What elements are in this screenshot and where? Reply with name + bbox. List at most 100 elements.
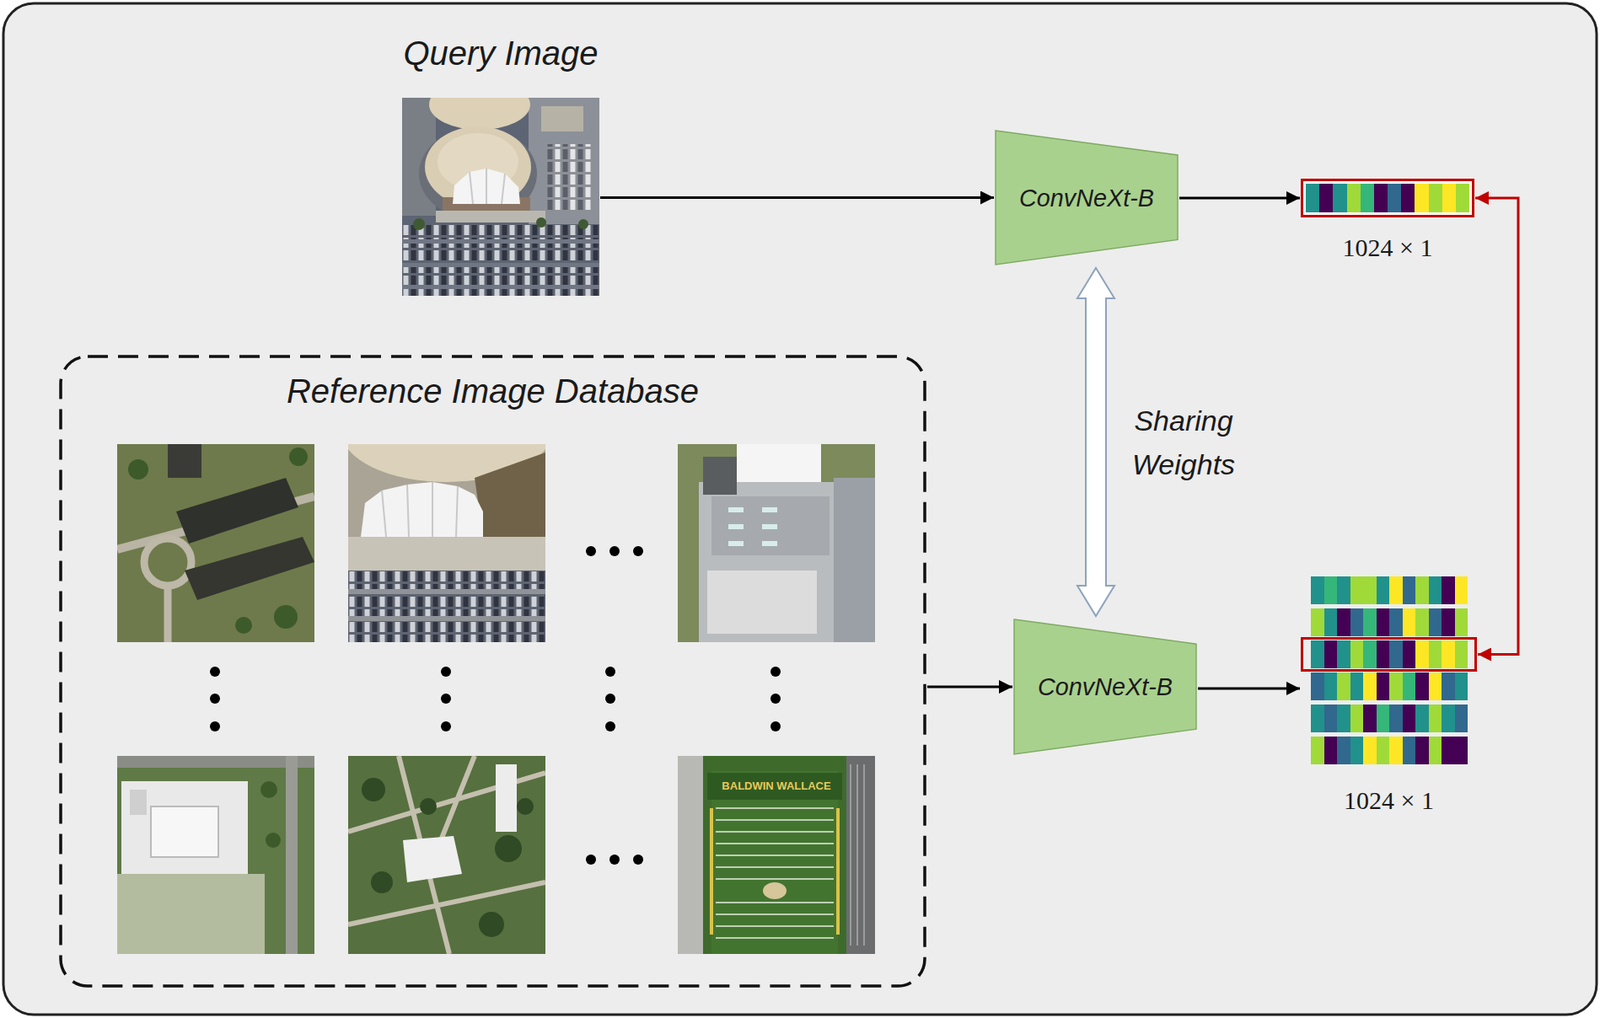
vector-cell bbox=[1347, 183, 1361, 213]
vector-cell bbox=[1324, 736, 1338, 765]
vector-cell bbox=[1363, 640, 1377, 669]
vector-cell bbox=[1360, 183, 1375, 213]
reference-photo-part bbox=[117, 756, 315, 955]
reference-photo-part bbox=[677, 444, 876, 643]
ellipsis-dots-part bbox=[609, 546, 620, 557]
reference-photo-part bbox=[164, 585, 172, 643]
vector-cell bbox=[1376, 704, 1391, 733]
reference-photo-part bbox=[370, 871, 393, 894]
query-photo-part bbox=[536, 217, 547, 228]
query-photo-part bbox=[469, 168, 505, 205]
reference-photo-part bbox=[709, 808, 714, 935]
ellipsis-dots-part bbox=[770, 721, 781, 732]
reference-photo-part bbox=[762, 507, 778, 513]
vector-cell bbox=[1415, 704, 1429, 733]
query-photo-part bbox=[402, 239, 600, 244]
reference-photo-part bbox=[360, 482, 484, 537]
vector-cells bbox=[1310, 576, 1468, 605]
vector-cell bbox=[1305, 183, 1320, 213]
reference-photo-part bbox=[117, 874, 265, 955]
vector-cell bbox=[1455, 704, 1469, 733]
reference-photo-part bbox=[150, 806, 219, 858]
reference-photo-part bbox=[381, 482, 458, 537]
reference-photo-part bbox=[402, 836, 462, 883]
vector-cell bbox=[1310, 672, 1325, 701]
vector-cell bbox=[1428, 640, 1443, 669]
query-photo-part bbox=[452, 168, 521, 205]
reference-photo-part bbox=[128, 459, 149, 480]
vector-cell bbox=[1402, 672, 1417, 701]
query-photo bbox=[402, 97, 600, 296]
vector-cell bbox=[1336, 576, 1351, 605]
vector-cell bbox=[1441, 704, 1456, 733]
vector-cell bbox=[1336, 672, 1351, 701]
vector-cell bbox=[1455, 183, 1470, 213]
vector-cell bbox=[1332, 183, 1347, 213]
vector-cells bbox=[1310, 672, 1468, 701]
ellipsis-dots-part bbox=[633, 546, 644, 557]
encoder-trapezoid: ConvNeXt-B bbox=[1013, 618, 1198, 756]
match-arrow bbox=[1475, 198, 1519, 656]
reference-photo-part bbox=[184, 536, 315, 601]
vector-cell bbox=[1319, 183, 1333, 213]
vector-outline bbox=[1300, 178, 1475, 218]
reference-photo-part bbox=[348, 616, 546, 622]
reference-photo bbox=[677, 444, 876, 643]
vector-cell bbox=[1350, 576, 1364, 605]
ellipsis-dots-part bbox=[440, 721, 452, 732]
reference-photo-part bbox=[715, 808, 834, 939]
flow-arrow bbox=[1197, 687, 1300, 690]
vector-cell bbox=[1389, 704, 1403, 733]
query-photo-part bbox=[435, 210, 546, 223]
reference-photo-part bbox=[121, 781, 248, 875]
outer-frame bbox=[3, 3, 1597, 1015]
vector-cell bbox=[1402, 608, 1417, 637]
reference-photo-part bbox=[117, 444, 315, 643]
query-photo-part bbox=[424, 126, 532, 208]
reference-photo-part bbox=[711, 496, 830, 556]
reference-photo-part bbox=[348, 756, 546, 955]
reference-photo-part bbox=[176, 477, 299, 544]
vector-cell bbox=[1363, 736, 1377, 765]
dashed-outline bbox=[59, 354, 927, 988]
ellipsis-dots-part bbox=[605, 721, 616, 732]
reference-photo-part bbox=[762, 524, 778, 530]
vector-cell bbox=[1402, 640, 1417, 669]
vector-cell bbox=[1324, 672, 1338, 701]
reference-photo-part bbox=[698, 482, 834, 643]
ellipsis-dots-part bbox=[585, 854, 596, 865]
reference-photo-part bbox=[265, 832, 281, 849]
query-photo-part bbox=[413, 218, 425, 231]
vector-cell bbox=[1350, 640, 1364, 669]
vector-cell bbox=[1324, 576, 1338, 605]
ellipsis-dots-part bbox=[770, 666, 781, 677]
vector-cell bbox=[1376, 608, 1391, 637]
vector-cell bbox=[1389, 672, 1403, 701]
vector-cells bbox=[1310, 736, 1468, 765]
vector-cell bbox=[1310, 576, 1325, 605]
vector-cell bbox=[1389, 576, 1403, 605]
vector-cell bbox=[1441, 736, 1456, 765]
vector-cell bbox=[1442, 183, 1456, 213]
reference-photo-part bbox=[703, 456, 737, 495]
vector-cell bbox=[1441, 608, 1456, 637]
reference-photo-part bbox=[728, 507, 744, 513]
vector-cell bbox=[1402, 736, 1417, 765]
vector-cell bbox=[1310, 640, 1325, 669]
vector-cell bbox=[1415, 576, 1429, 605]
vector-cell bbox=[1336, 608, 1351, 637]
flow-arrow bbox=[600, 196, 994, 199]
vector-cell bbox=[1310, 704, 1325, 733]
vector-cell bbox=[1415, 640, 1429, 669]
reference-photo-part bbox=[117, 756, 315, 768]
vector-cell bbox=[1428, 183, 1443, 213]
dashed-rect bbox=[60, 356, 925, 987]
image-heading: Query Image bbox=[247, 32, 754, 74]
reference-photo bbox=[117, 756, 315, 955]
reference-photo-part bbox=[167, 444, 202, 478]
vector-cell bbox=[1376, 736, 1391, 765]
query-photo-part bbox=[402, 284, 600, 290]
vector-cell bbox=[1401, 183, 1415, 213]
query-photo-part bbox=[402, 263, 600, 268]
